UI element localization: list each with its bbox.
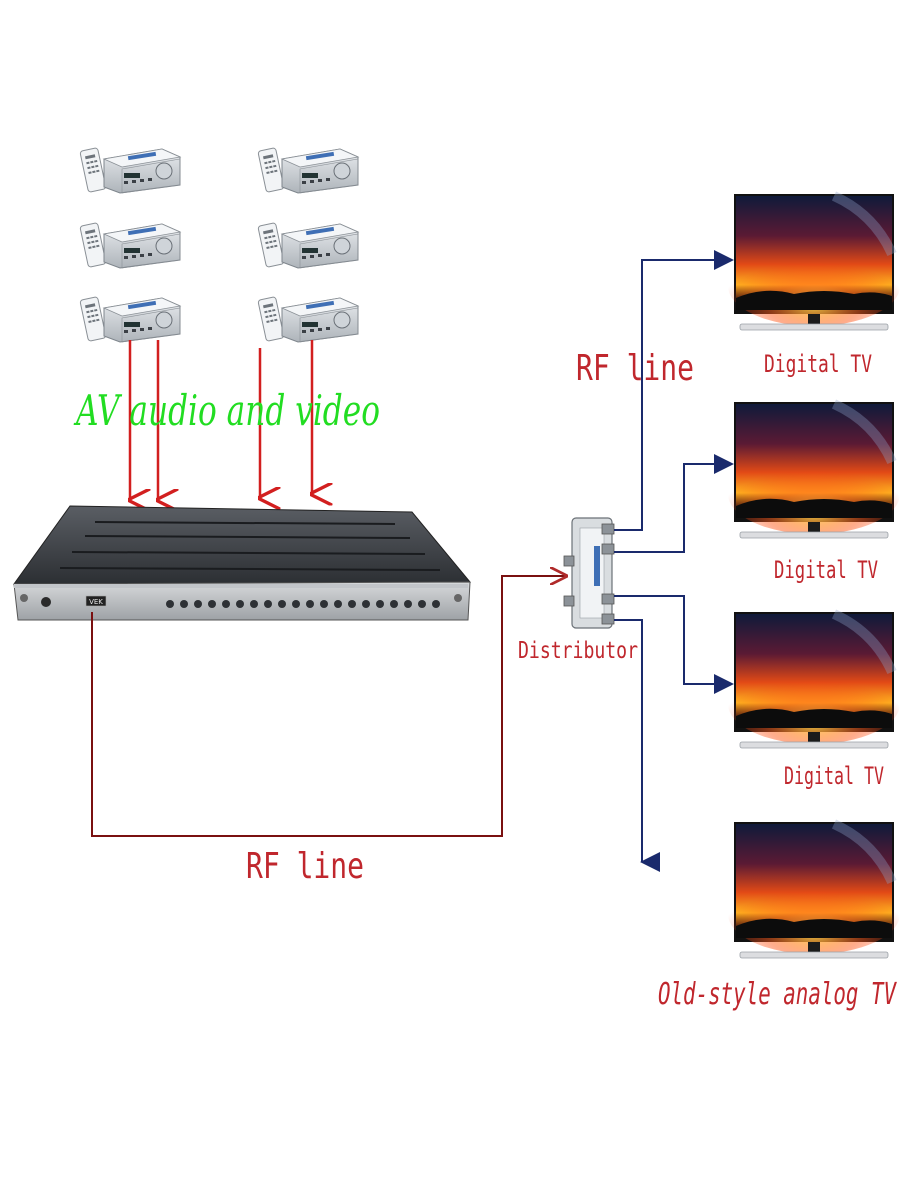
set-top-boxes [79, 147, 359, 343]
rf-wire [91, 576, 566, 837]
distributor-label: Distributor [518, 638, 638, 664]
vent-slots [59, 521, 441, 571]
modulator-rack: VEK [13, 505, 472, 621]
distributor-device [563, 517, 615, 629]
tv-label-2: Digital TV [774, 556, 878, 584]
modulator-badge: VEK [89, 598, 103, 606]
rf-line-label-bottom: RF line [246, 846, 364, 887]
av-arrows [130, 340, 312, 500]
tv-label-4: Old-style analog TV [658, 977, 897, 1012]
tv-label-1: Digital TV [764, 350, 872, 378]
rf-line-label-top: RF line [576, 348, 694, 389]
connector-row [166, 600, 440, 608]
set-top-box [257, 147, 359, 194]
av-label: AV audio and video [73, 386, 380, 435]
set-top-box [79, 147, 181, 194]
tv-set-3 [728, 612, 900, 748]
tv-set-1 [728, 194, 900, 330]
set-top-box [79, 296, 181, 343]
tv-set-2 [728, 402, 900, 538]
set-top-box [257, 296, 359, 343]
tv-set-4 [728, 822, 900, 958]
tv-label-3: Digital TV [784, 762, 884, 790]
set-top-box [257, 222, 359, 269]
distribution-wires [614, 250, 734, 872]
set-top-box [79, 222, 181, 269]
